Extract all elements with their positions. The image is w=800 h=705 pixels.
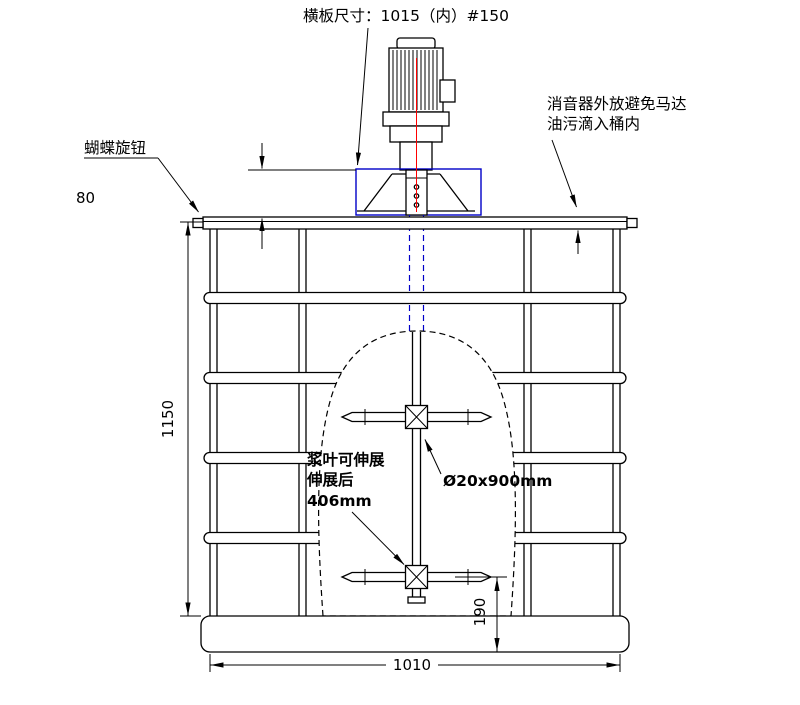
pallet-base <box>200 615 630 653</box>
mixer-shaft <box>411 332 422 598</box>
lid-clamp-right <box>626 217 638 229</box>
callout-butterfly-knob: 蝴蝶旋钮 <box>84 139 199 213</box>
junction-box <box>439 79 456 103</box>
cage-tubes <box>203 291 627 545</box>
hidden-shaft-lines <box>408 215 425 331</box>
mounting-plate-group <box>355 58 482 216</box>
butterfly-leader-line <box>157 157 199 213</box>
shaft-end-cap <box>407 596 426 604</box>
motor-assembly <box>382 37 456 171</box>
paddle-hub-cross <box>405 405 428 429</box>
muffler-note-line2: 油污滴入桶内 <box>547 115 640 133</box>
dim-190-text: 190 <box>471 598 489 627</box>
mixer-shaft-group <box>407 332 426 604</box>
butterfly-knob-label: 蝴蝶旋钮 <box>84 139 146 157</box>
dim-80: 80 <box>76 143 356 249</box>
paddle-extend-note-line3: 406mm <box>307 492 372 510</box>
paddle-lower <box>340 564 493 590</box>
callout-plate-size: 横板尺寸：1015（内）#150 <box>303 7 509 166</box>
muffler-note-line1: 消音器外放避免马达 <box>547 95 687 113</box>
paddle-hub-cross <box>405 565 428 589</box>
callout-shaft-size: Ø20x900mm <box>424 439 552 490</box>
shaft-size-label: Ø20x900mm <box>443 472 552 490</box>
paddle-extend-note-line1: 浆叶可伸展 <box>306 450 385 469</box>
callout-paddle-extend: 浆叶可伸展 伸展后 406mm <box>306 450 405 565</box>
paddle-leader-line <box>351 511 405 565</box>
callout-muffler: 消音器外放避免马达 油污滴入桶内 <box>547 95 687 208</box>
lid-clamp-left <box>192 217 204 229</box>
paddle-hinge-pins <box>364 409 469 425</box>
dim-1150: 1150 <box>159 221 203 617</box>
dim-1010-text: 1010 <box>393 656 431 674</box>
dim-1010: 1010 <box>209 654 621 674</box>
plate-size-label: 横板尺寸：1015（内）#150 <box>303 7 509 25</box>
dim-1150-text: 1150 <box>159 400 177 438</box>
paddle-extend-note-line2: 伸展后 <box>306 470 354 489</box>
dim-80-text: 80 <box>76 189 95 207</box>
tank-lid <box>192 216 638 230</box>
bottle-opening-outline <box>318 330 516 617</box>
muffler-leader-line <box>551 139 577 208</box>
cage-tube <box>203 291 627 305</box>
plate-leader-line <box>355 27 369 166</box>
cage-posts <box>209 229 621 616</box>
paddle-upper <box>340 404 493 430</box>
dim-190: 190 <box>455 576 507 652</box>
shaft-leader-line <box>424 439 442 475</box>
